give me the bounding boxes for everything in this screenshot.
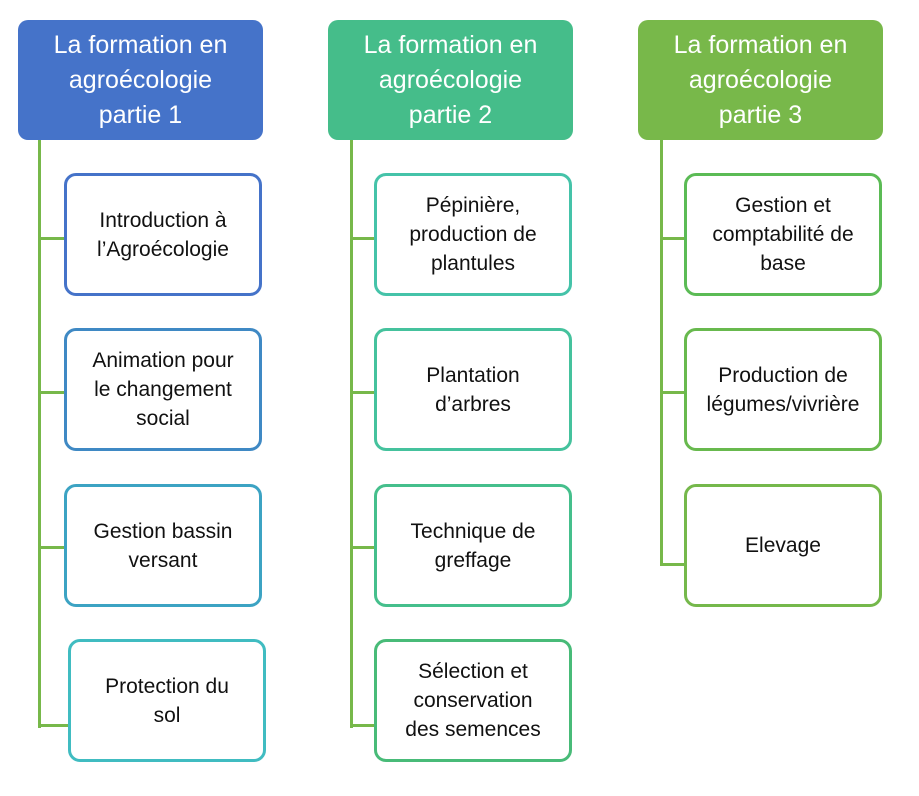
connector-branch [350, 391, 376, 394]
connector-line-col1 [38, 140, 41, 728]
module-card-production-legumes: Production de légumes/vivrière [684, 328, 882, 451]
connector-branch [660, 563, 686, 566]
module-card-bassin-versant: Gestion bassin versant [64, 484, 262, 607]
connector-branch [38, 546, 66, 549]
module-card-protection-sol: Protection du sol [68, 639, 266, 762]
module-card-plantation-arbres: Plantation d’arbres [374, 328, 572, 451]
connector-branch [38, 724, 70, 727]
column-1-header: La formation en agroécologie partie 1 [18, 20, 263, 140]
connector-branch [38, 237, 66, 240]
connector-line-col3 [660, 140, 663, 566]
module-card-introduction: Introduction à l’Agroécologie [64, 173, 262, 296]
module-card-animation: Animation pour le changement social [64, 328, 262, 451]
module-card-semences: Sélection et conservation des semences [374, 639, 572, 762]
module-card-gestion-comptabilite: Gestion et comptabilité de base [684, 173, 882, 296]
connector-branch [38, 391, 66, 394]
column-3-header: La formation en agroécologie partie 3 [638, 20, 883, 140]
module-card-pepiniere: Pépinière, production de plantules [374, 173, 572, 296]
connector-line-col2 [350, 140, 353, 728]
column-2-header: La formation en agroécologie partie 2 [328, 20, 573, 140]
connector-branch [350, 546, 376, 549]
connector-branch [350, 237, 376, 240]
connector-branch [660, 237, 686, 240]
module-card-greffage: Technique de greffage [374, 484, 572, 607]
connector-branch [350, 724, 376, 727]
module-card-elevage: Elevage [684, 484, 882, 607]
connector-branch [660, 391, 686, 394]
